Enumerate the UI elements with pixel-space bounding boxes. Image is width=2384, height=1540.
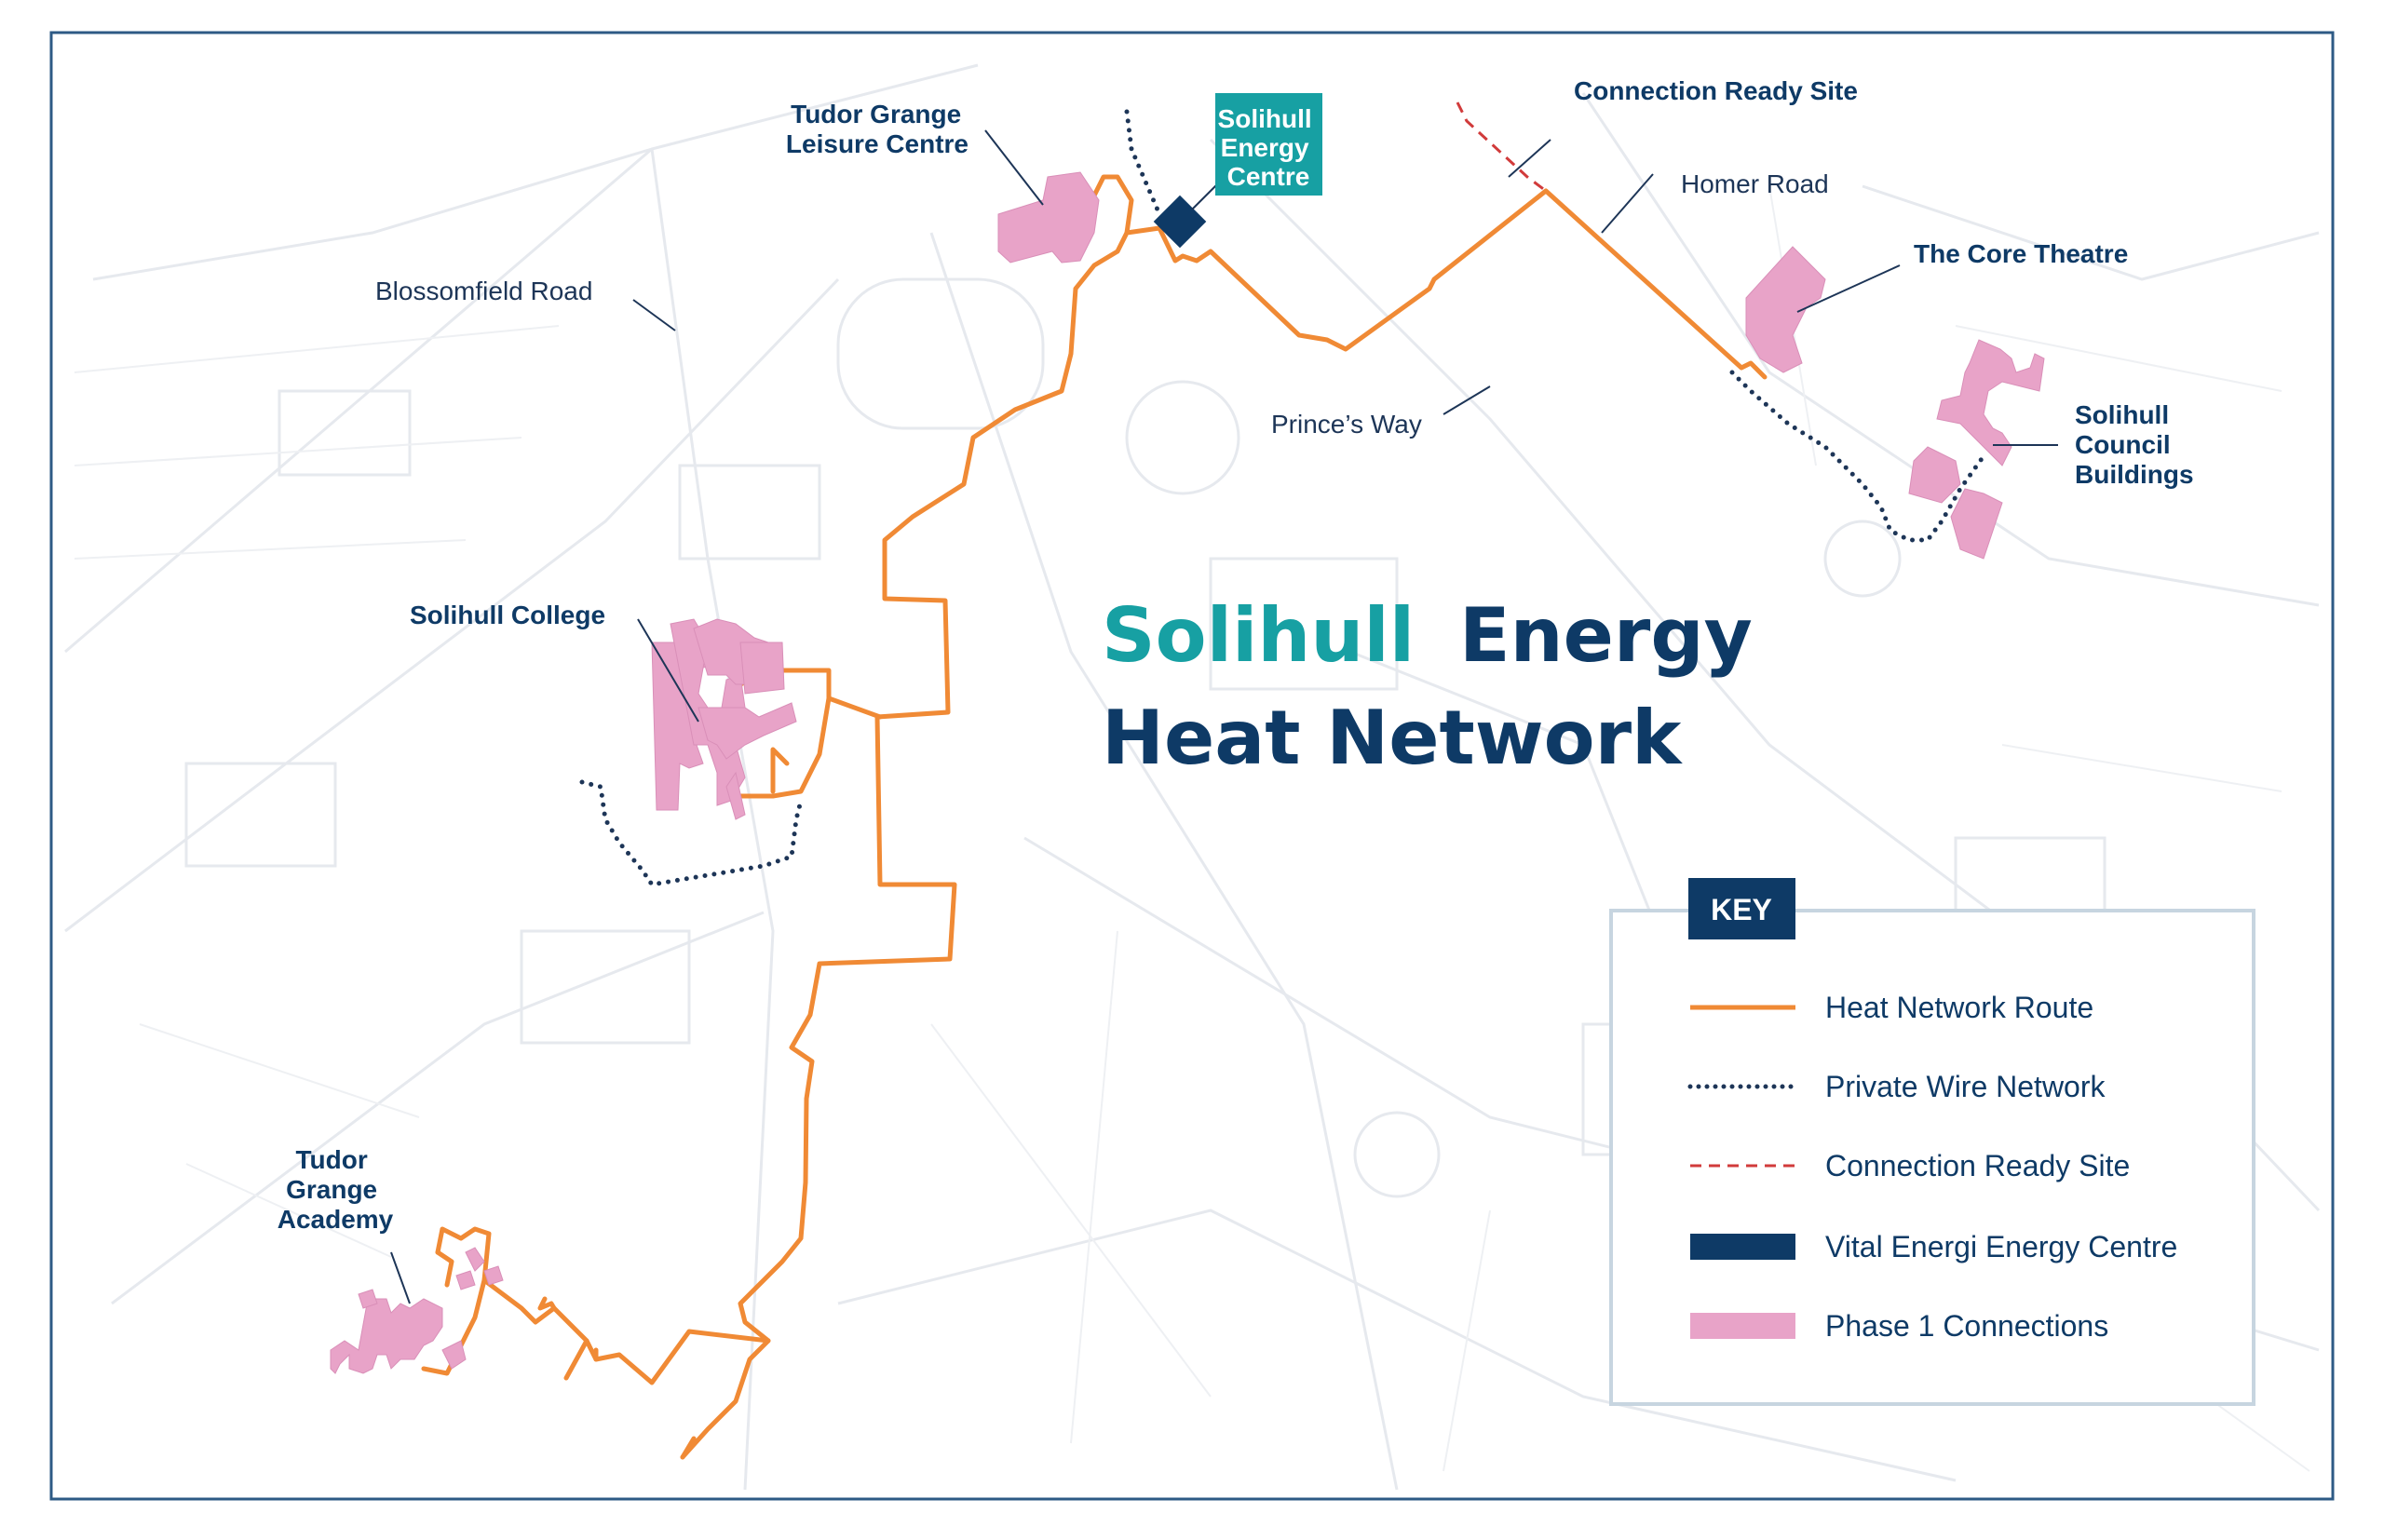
label-connection-ready-site: Connection Ready Site — [1574, 76, 1858, 105]
college-building-e — [698, 702, 797, 760]
key-item-energy-centre: Vital Energi Energy Centre — [1825, 1230, 2177, 1263]
map-title: Solihull Energy Heat Network — [1102, 592, 1753, 781]
title-heat-network: Heat Network — [1102, 695, 1683, 781]
college-building-d — [739, 642, 785, 695]
svg-text:Solihull Energy Ce: Solihull Energy Centre — [1218, 104, 1320, 191]
map-key: KEY Heat Network Route Private Wire Netw… — [1609, 878, 2255, 1406]
academy-building-a — [330, 1298, 443, 1374]
title-solihull: Solihull — [1102, 592, 1415, 679]
label-tudor-grange-academy: Tudor Grange Academy — [278, 1145, 394, 1234]
phase1-buildings — [330, 171, 2045, 1374]
leader-lines — [390, 129, 2058, 1304]
svg-text:Solihull Energy: Solihull Energy — [1102, 592, 1753, 679]
label-solihull-college: Solihull College — [410, 601, 605, 629]
energy-centre-label: Solihull Energy Centre — [1215, 93, 1322, 196]
label-blossomfield-road: Blossomfield Road — [375, 277, 592, 305]
academy-building-c — [441, 1340, 467, 1370]
key-title-box — [1688, 878, 1795, 939]
title-energy: Energy — [1459, 592, 1753, 679]
college-building-f — [725, 771, 746, 820]
council-building-b — [1908, 446, 1961, 504]
academy-building-e — [483, 1265, 504, 1286]
council-building-c — [1950, 488, 2003, 560]
label-tudor-grange-leisure: Tudor Grange Leisure Centre — [786, 100, 968, 158]
key-item-heat-network-route: Heat Network Route — [1825, 991, 2093, 1024]
academy-building-f — [455, 1270, 476, 1290]
pink-block-icon — [1690, 1313, 1795, 1339]
label-homer-road: Homer Road — [1681, 169, 1829, 198]
label-princes-way: Prince’s Way — [1271, 410, 1422, 439]
tudor-grange-leisure-building — [997, 171, 1100, 263]
key-title: KEY — [1711, 893, 1772, 926]
core-theatre-building — [1745, 246, 1826, 373]
navy-block-icon — [1690, 1234, 1795, 1260]
academy-building-d — [465, 1247, 485, 1272]
label-solihull-council: Solihull Council Buildings — [2075, 400, 2194, 489]
connection-ready-route — [1456, 101, 1547, 193]
private-wire-network — [579, 109, 1986, 887]
academy-building-b — [358, 1289, 378, 1309]
key-item-connection-ready: Connection Ready Site — [1825, 1149, 2130, 1182]
label-core-theatre: The Core Theatre — [1914, 239, 2128, 268]
council-building-a — [1936, 339, 2045, 466]
street-background-fine — [74, 185, 2310, 1472]
key-item-phase1: Phase 1 Connections — [1825, 1309, 2108, 1343]
energy-centre-label-box — [1215, 93, 1322, 196]
key-item-private-wire: Private Wire Network — [1825, 1070, 2106, 1103]
